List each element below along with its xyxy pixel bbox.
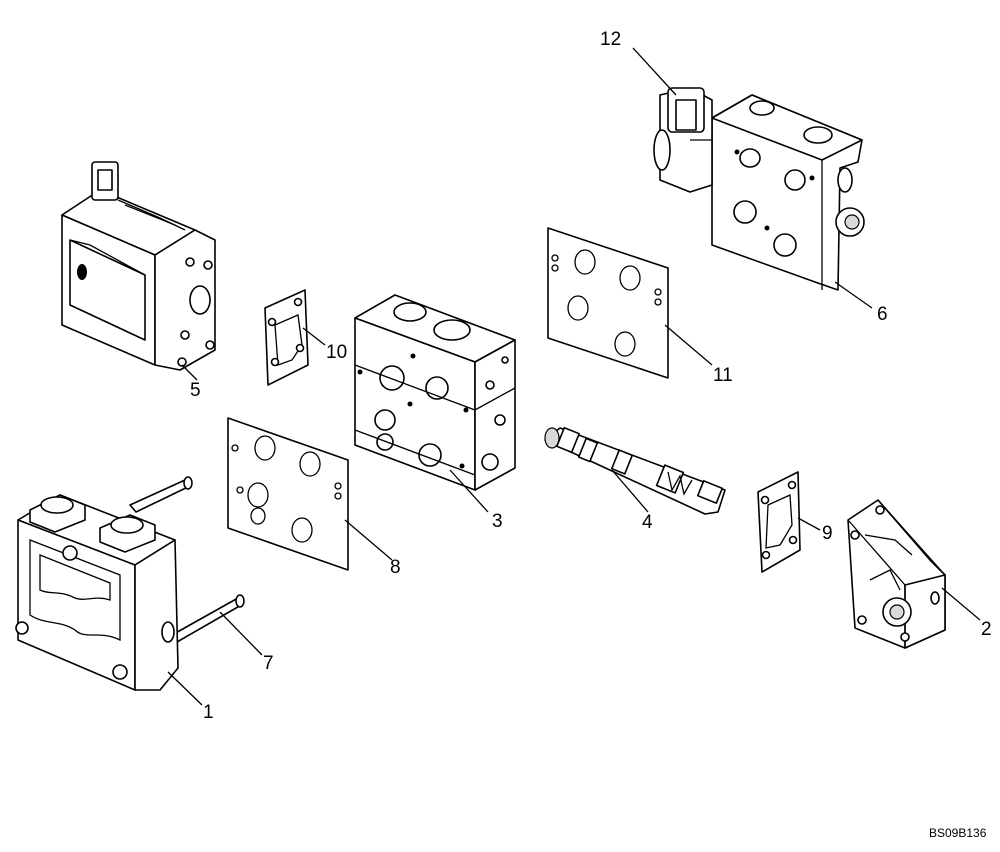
part-3-valve-section xyxy=(354,294,516,491)
leader-1 xyxy=(167,671,203,706)
callout-6: 6 xyxy=(877,304,888,325)
callout-1: 1 xyxy=(203,702,214,723)
part-9-small-gasket xyxy=(757,471,801,573)
leader-7 xyxy=(219,611,263,656)
callout-11: 11 xyxy=(713,365,733,386)
part-8-large-gasket xyxy=(227,417,349,571)
part-4-spool xyxy=(544,426,726,515)
leader-8 xyxy=(344,519,393,561)
part-6-valve-end-section xyxy=(711,94,865,291)
callout-7: 7 xyxy=(263,653,274,674)
drawing-code: BS09B136 xyxy=(929,826,987,840)
part-11-large-gasket xyxy=(547,227,669,379)
leader-9 xyxy=(797,517,821,531)
callout-10: 10 xyxy=(326,342,348,363)
leader-10 xyxy=(302,327,326,346)
leader-12 xyxy=(632,47,677,96)
part-10-small-gasket xyxy=(264,289,309,386)
leader-4 xyxy=(611,469,649,513)
leader-2 xyxy=(941,587,981,621)
callout-4: 4 xyxy=(642,512,653,533)
leader-11 xyxy=(664,324,713,366)
callout-8: 8 xyxy=(390,557,401,578)
callout-2: 2 xyxy=(981,619,992,640)
part-2-end-cover xyxy=(847,499,946,649)
part-5-actuator xyxy=(61,161,216,371)
leader-3 xyxy=(449,469,489,513)
part-12-solenoid-coil xyxy=(653,87,713,193)
callout-9: 9 xyxy=(822,523,833,544)
leader-5 xyxy=(181,364,198,381)
leader-6 xyxy=(834,281,873,309)
callout-3: 3 xyxy=(492,511,503,532)
callout-5: 5 xyxy=(190,380,201,401)
part-1-inlet-section xyxy=(15,494,179,691)
callout-12: 12 xyxy=(600,29,622,50)
